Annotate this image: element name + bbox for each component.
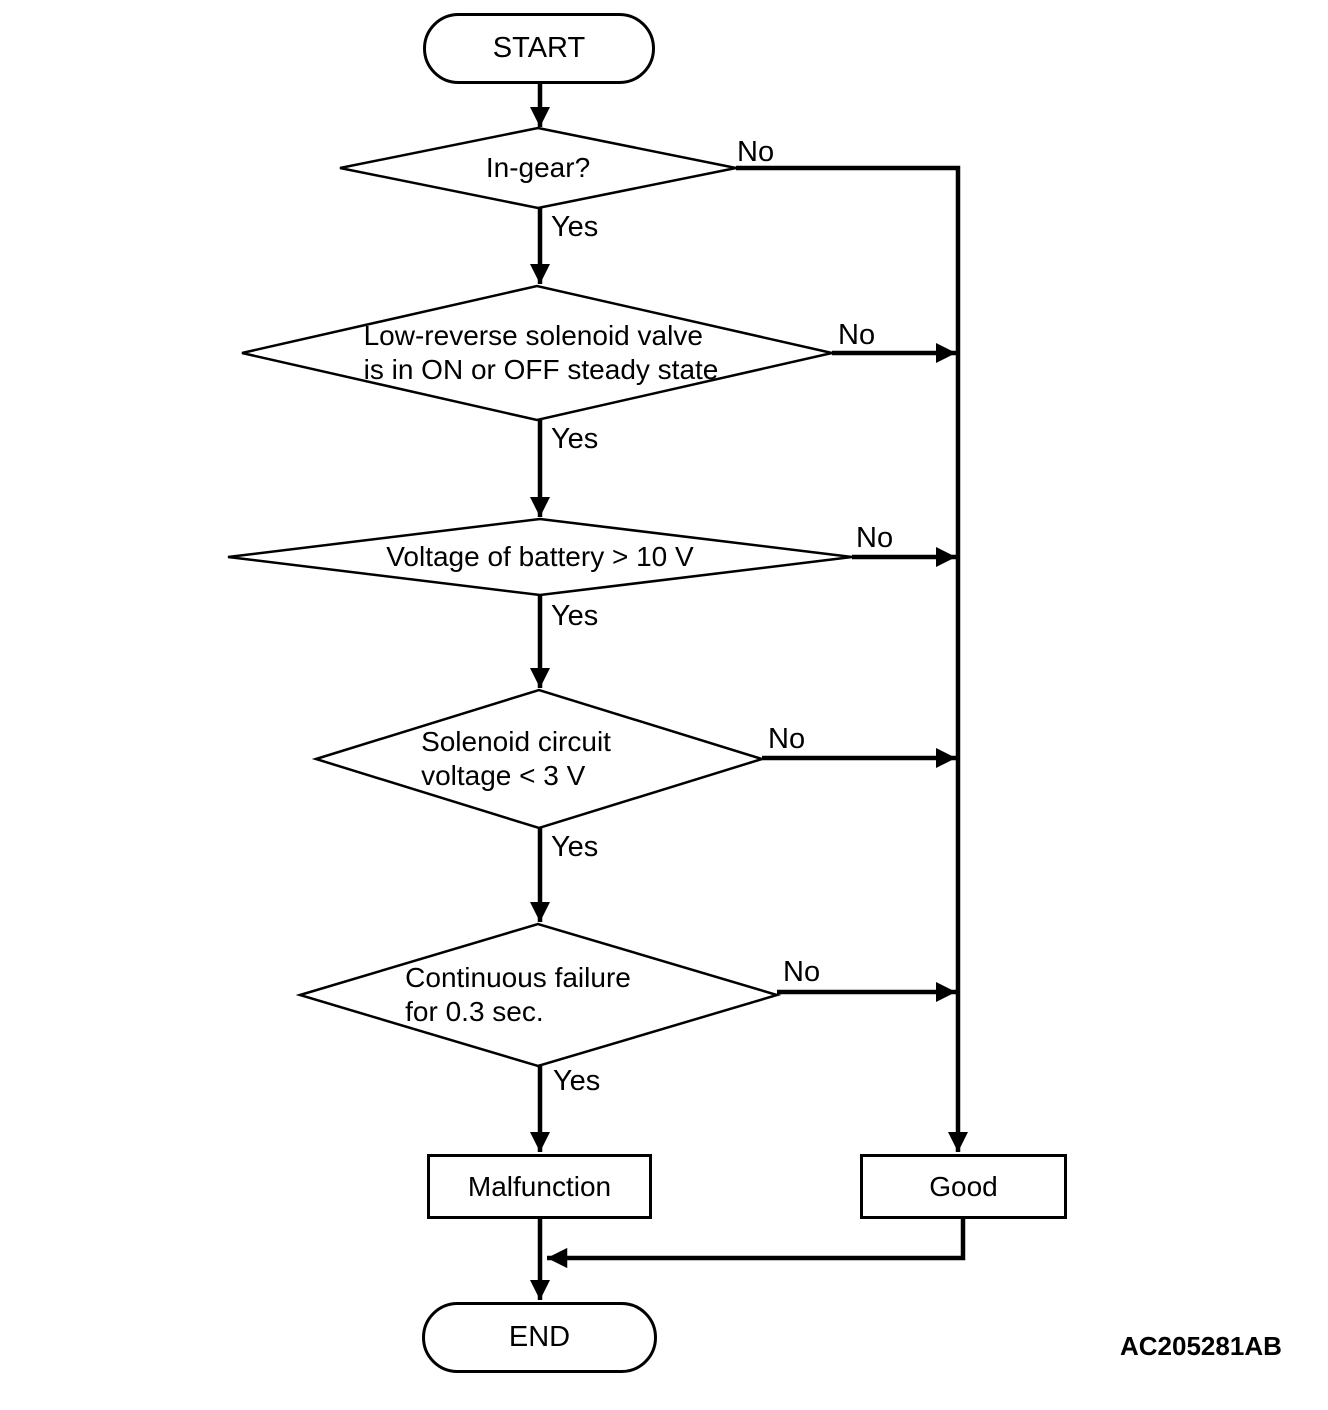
decision-circuit-voltage-shape xyxy=(311,688,767,830)
decision-continuous-failure-line2: for 0.3 sec. xyxy=(405,996,544,1027)
decision-circuit-voltage-label: Solenoid circuit voltage < 3 V xyxy=(421,725,611,793)
decision-solenoid-steady-line1: Low-reverse solenoid valve xyxy=(363,320,703,351)
good-node: Good xyxy=(860,1154,1067,1219)
decision-solenoid-steady-label: Low-reverse solenoid valve is in ON or O… xyxy=(364,319,719,387)
end-node: END xyxy=(422,1302,657,1373)
yes-label-battery: Yes xyxy=(551,600,599,632)
decision-continuous-failure-line1: Continuous failure xyxy=(405,962,631,993)
yes-label-failure: Yes xyxy=(553,1065,601,1097)
malfunction-label: Malfunction xyxy=(467,1170,612,1202)
decision-solenoid-steady-shape xyxy=(241,284,833,422)
no-label-battery: No xyxy=(856,522,894,554)
no-label-circuit: No xyxy=(768,723,806,755)
decision-continuous-failure-shape xyxy=(295,922,782,1068)
yes-label-ingear: Yes xyxy=(551,211,599,243)
decision-circuit-voltage-line2: voltage < 3 V xyxy=(421,760,586,791)
decision-solenoid-steady-line2: is in ON or OFF steady state xyxy=(363,354,719,385)
decision-circuit-voltage-line1: Solenoid circuit xyxy=(421,726,611,757)
decision-in-gear-shape xyxy=(339,126,737,210)
decision-in-gear-label: In-gear? xyxy=(486,151,590,185)
start-label: START xyxy=(492,32,586,64)
yes-label-circuit: Yes xyxy=(551,831,599,863)
start-node: START xyxy=(423,13,655,84)
decision-battery-voltage-shape xyxy=(227,517,853,597)
decision-battery-voltage-text: Voltage of battery > 10 V xyxy=(386,541,694,572)
no-label-ingear: No xyxy=(737,136,775,168)
yes-label-steady: Yes xyxy=(551,423,599,455)
good-label: Good xyxy=(929,1170,998,1202)
decision-continuous-failure-label: Continuous failure for 0.3 sec. xyxy=(405,961,631,1029)
edge-good-merge xyxy=(547,1219,966,1269)
no-label-steady: No xyxy=(838,319,876,351)
decision-in-gear-text: In-gear? xyxy=(485,152,591,183)
figure-id-label: AC205281AB xyxy=(1120,1331,1282,1361)
end-label: END xyxy=(508,1321,571,1353)
malfunction-node: Malfunction xyxy=(427,1154,652,1219)
edge-ingear-no-rail xyxy=(736,165,969,1152)
decision-battery-voltage-label: Voltage of battery > 10 V xyxy=(386,540,693,574)
no-label-failure: No xyxy=(783,956,821,988)
